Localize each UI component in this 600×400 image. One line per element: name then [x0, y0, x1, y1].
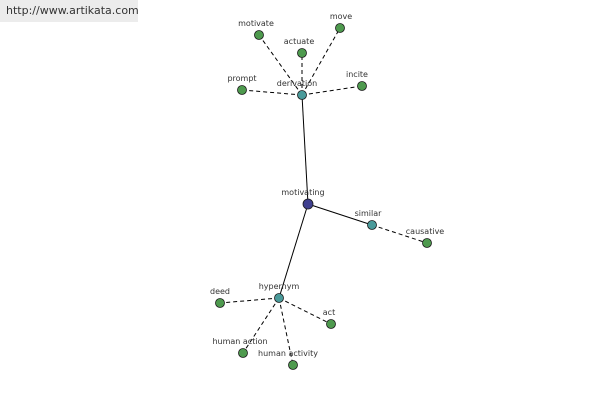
node-motivating[interactable]: [302, 198, 314, 210]
edge-derivation-move: [301, 27, 341, 96]
node-label-prompt: prompt: [227, 74, 256, 83]
node-human-activity[interactable]: [288, 360, 298, 370]
node-label-hypernym: hypernym: [259, 282, 300, 291]
node-move[interactable]: [335, 23, 345, 33]
node-label-actuate: actuate: [284, 37, 315, 46]
edge-hypernym-act: [278, 297, 332, 325]
edge-derivation-incite: [301, 85, 363, 96]
node-act[interactable]: [326, 319, 336, 329]
label-layer: motivating derivation similar hypernym motiv…: [210, 12, 444, 358]
node-human-action[interactable]: [238, 348, 248, 358]
edge-derivation-prompt: [241, 89, 303, 96]
url-banner: http://www.artikata.com: [0, 0, 139, 22]
edge-motivating-derivation: [301, 94, 309, 205]
node-label-deed: deed: [210, 287, 230, 296]
edge-derivation-motivate: [258, 34, 303, 96]
edge-hypernym-deed: [219, 297, 280, 304]
node-deed[interactable]: [215, 298, 225, 308]
node-label-motivating: motivating: [281, 188, 324, 197]
node-label-human-activity: human activity: [258, 349, 318, 358]
node-derivation[interactable]: [297, 90, 307, 100]
edge-layer: [219, 27, 428, 366]
node-label-derivation: derivation: [277, 79, 317, 88]
url-link[interactable]: http://www.artikata.com: [6, 4, 139, 17]
node-label-similar: similar: [355, 209, 383, 218]
node-motivate[interactable]: [254, 30, 264, 40]
node-hypernym[interactable]: [274, 293, 284, 303]
edge-hypernym-human-activity: [278, 297, 294, 366]
edge-motivating-similar: [307, 203, 373, 226]
node-actuate[interactable]: [297, 48, 307, 58]
node-label-incite: incite: [346, 70, 368, 79]
node-label-motivate: motivate: [238, 19, 274, 28]
node-similar[interactable]: [367, 220, 377, 230]
node-label-act: act: [323, 308, 335, 317]
node-causative[interactable]: [422, 238, 432, 248]
edge-similar-causative: [371, 224, 428, 244]
edge-motivating-hypernym: [278, 203, 309, 299]
node-label-causative: causative: [406, 227, 445, 236]
node-label-human-action: human action: [212, 337, 267, 346]
node-incite[interactable]: [357, 81, 367, 91]
node-label-move: move: [330, 12, 352, 21]
node-prompt[interactable]: [237, 85, 247, 95]
edge-hypernym-human-action: [242, 297, 280, 354]
node-layer: [215, 23, 432, 370]
